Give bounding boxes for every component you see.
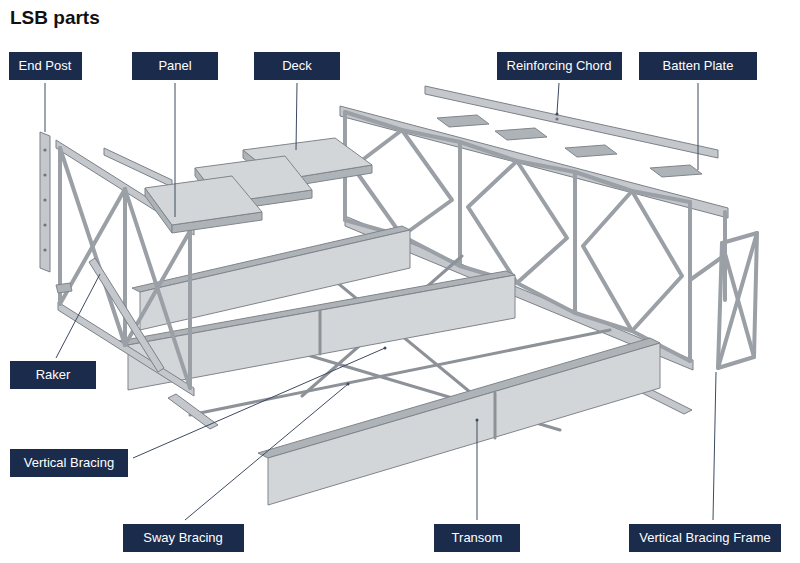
part-name: Transom xyxy=(452,530,503,545)
batten-plate xyxy=(495,128,547,140)
part-name: End Post xyxy=(19,58,72,73)
leader-line xyxy=(185,384,348,520)
truss-vertical xyxy=(458,142,462,266)
end-post-bar xyxy=(40,132,50,272)
end-post-hole xyxy=(43,248,46,251)
part-label: Deck xyxy=(254,52,340,80)
chord-hole xyxy=(555,117,558,120)
batten-plate xyxy=(437,115,489,127)
near-truss xyxy=(56,140,194,396)
truss-vertical xyxy=(573,172,577,313)
batten-plate xyxy=(565,145,617,157)
truss-diamond xyxy=(353,130,452,236)
truss-brace xyxy=(345,112,690,202)
leader-line xyxy=(477,420,478,520)
middle-transom xyxy=(119,271,515,390)
transom-stiffener xyxy=(494,393,497,438)
deck-slab xyxy=(145,176,262,225)
part-label: Vertical Bracing xyxy=(10,449,128,477)
part-label: Raker xyxy=(10,361,96,389)
leader-line xyxy=(45,83,46,132)
end-post-hole xyxy=(43,148,46,151)
truss-brace xyxy=(60,148,125,345)
part-label: Panel xyxy=(132,52,218,80)
part-name: Reinforcing Chord xyxy=(507,58,612,73)
reinforcing-chord-bar xyxy=(425,86,718,158)
frame-outline xyxy=(718,233,757,368)
batten-plate xyxy=(650,165,702,177)
part-label: Vertical Bracing Frame xyxy=(629,524,781,552)
leader-line xyxy=(296,83,297,150)
leader-line xyxy=(698,83,699,170)
decks xyxy=(145,138,372,233)
part-name: Vertical Bracing Frame xyxy=(639,530,771,545)
part-label: Reinforcing Chord xyxy=(497,52,622,80)
part-label: End Post xyxy=(9,52,82,80)
transom-web xyxy=(268,343,660,505)
leader-line xyxy=(557,83,559,113)
leader-dot xyxy=(476,419,479,422)
truss-top-chord xyxy=(340,106,728,218)
truss-diamond xyxy=(583,191,682,331)
part-label: Batten Plate xyxy=(639,52,757,80)
part-name: Deck xyxy=(282,58,312,73)
leader-line xyxy=(56,274,100,358)
vertical-bracing-frame xyxy=(718,233,757,368)
part-name: Sway Bracing xyxy=(143,530,222,545)
end-post-hole xyxy=(43,223,46,226)
leader-dot xyxy=(556,113,559,116)
end-post-plate xyxy=(56,283,72,293)
leader-dot xyxy=(347,383,350,386)
leader-lines xyxy=(45,83,716,520)
part-name: Vertical Bracing xyxy=(24,455,114,470)
truss-diamond xyxy=(468,161,567,283)
end-post-hole xyxy=(43,198,46,201)
truss-vertical xyxy=(188,231,192,388)
part-label: Sway Bracing xyxy=(123,524,244,552)
part-name: Batten Plate xyxy=(663,58,734,73)
front-transom xyxy=(258,338,660,505)
batten-plates xyxy=(437,115,702,177)
end-post-hole xyxy=(43,173,46,176)
truss-vertical xyxy=(58,148,62,304)
part-name: Panel xyxy=(158,58,191,73)
transom-stiffener xyxy=(319,311,322,354)
leader-dot xyxy=(384,347,387,350)
raker-bar xyxy=(89,258,164,372)
part-label: Transom xyxy=(434,524,520,552)
leader-line xyxy=(133,348,385,458)
diagram-title: LSB parts xyxy=(10,7,100,29)
part-name: Raker xyxy=(36,367,71,382)
chord-bar xyxy=(104,148,172,187)
leader-line xyxy=(175,83,176,217)
frame-brace xyxy=(718,233,757,368)
leader-line xyxy=(713,372,716,520)
end-post xyxy=(40,132,72,293)
